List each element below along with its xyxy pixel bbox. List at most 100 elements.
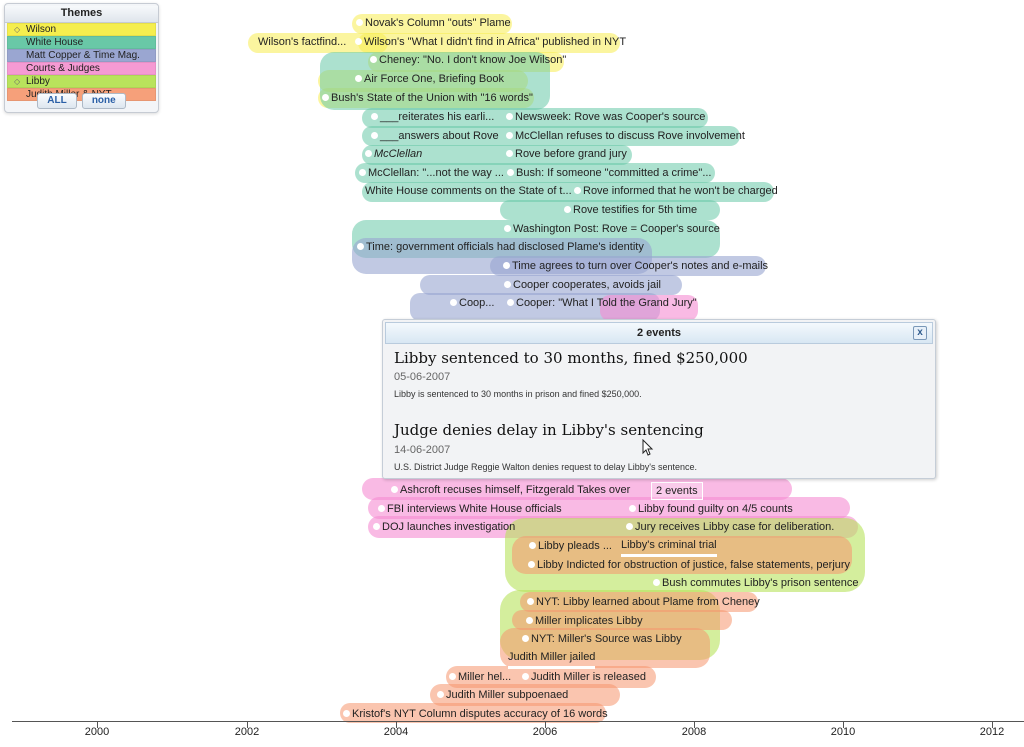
- event-dot-icon: [365, 150, 372, 157]
- event-dot-icon: [343, 710, 350, 717]
- timeline-event[interactable]: NYT: Libby learned about Plame from Chen…: [527, 594, 760, 610]
- timeline-event[interactable]: 2 events: [651, 482, 703, 500]
- event-label: Wilson's factfind...: [258, 36, 347, 48]
- event-label: Libby's criminal trial: [621, 539, 717, 551]
- theme-item[interactable]: Matt Copper & Time Mag.: [7, 49, 156, 62]
- timeline-event[interactable]: Ashcroft recuses himself, Fitzgerald Tak…: [391, 482, 631, 498]
- timeline-event[interactable]: Judith Miller is released: [522, 669, 646, 685]
- timeline-event[interactable]: Miller hel...: [449, 669, 512, 685]
- theme-label: White House: [26, 37, 84, 48]
- timeline-event[interactable]: Judith Miller jailed: [508, 650, 596, 669]
- event-dot-icon: [522, 673, 529, 680]
- timeline-event[interactable]: Cooper: "What I Told the Grand Jury": [507, 295, 697, 311]
- event-label: Bush's State of the Union with "16 words…: [331, 92, 533, 104]
- timeline-event[interactable]: Bush's State of the Union with "16 words…: [322, 90, 533, 106]
- event-dot-icon: [378, 505, 385, 512]
- timeline-event[interactable]: Novak's Column "outs" Plame: [356, 15, 511, 31]
- timeline-event[interactable]: Time agrees to turn over Cooper's notes …: [503, 258, 768, 274]
- timeline-event[interactable]: Bush: If someone "committed a crime"...: [507, 165, 712, 181]
- timeline-event[interactable]: Kristof's NYT Column disputes accuracy o…: [343, 706, 608, 722]
- timeline-event[interactable]: Bush commutes Libby's prison sentence: [653, 575, 859, 591]
- timeline-event[interactable]: Judith Miller subpoenaed: [437, 687, 568, 703]
- timeline-event[interactable]: McClellan: "...not the way ...: [359, 165, 504, 181]
- timeline-event[interactable]: Air Force One, Briefing Book: [355, 71, 505, 87]
- timeline-event[interactable]: Libby found guilty on 4/5 counts: [629, 501, 793, 517]
- timeline-event[interactable]: Cooper cooperates, avoids jail: [504, 277, 661, 293]
- event-dot-icon: [574, 187, 581, 194]
- event-dot-icon: [506, 150, 513, 157]
- close-icon[interactable]: x: [913, 326, 927, 340]
- event-dot-icon: [391, 486, 398, 493]
- timeline-event[interactable]: Wilson's factfind...: [258, 34, 346, 50]
- popup-event-title[interactable]: Judge denies delay in Libby's sentencing: [394, 421, 704, 439]
- event-label: Bush commutes Libby's prison sentence: [662, 577, 859, 589]
- timeline-event[interactable]: Washington Post: Rove = Cooper's source: [504, 221, 720, 237]
- timeline-event[interactable]: McClellan refuses to discuss Rove involv…: [506, 128, 745, 144]
- event-dot-icon: [526, 617, 533, 624]
- timeline-event[interactable]: Cheney: "No. I don't know Joe Wilson": [370, 52, 567, 68]
- event-dot-icon: [373, 523, 380, 530]
- timeline-event[interactable]: Jury receives Libby case for deliberatio…: [626, 519, 835, 535]
- axis-tick: [694, 722, 695, 728]
- timeline-event[interactable]: DOJ launches investigation: [373, 519, 516, 535]
- event-label: Miller hel...: [458, 671, 512, 683]
- event-label: DOJ launches investigation: [382, 521, 516, 533]
- event-dot-icon: [653, 579, 660, 586]
- event-label: Coop...: [459, 297, 495, 309]
- theme-label: Libby: [26, 76, 50, 87]
- popup-event-title[interactable]: Libby sentenced to 30 months, fined $250…: [394, 349, 748, 367]
- popup-event-description: Libby is sentenced to 30 months in priso…: [394, 389, 642, 399]
- cooper-band: [352, 238, 766, 321]
- timeline-event[interactable]: White House comments on the State of t..…: [365, 183, 572, 199]
- axis-tick: [992, 722, 993, 728]
- theme-item[interactable]: ◇Wilson: [7, 23, 156, 36]
- timeline-event[interactable]: Miller implicates Libby: [526, 613, 643, 629]
- timeline-event[interactable]: Libby's criminal trial: [621, 538, 717, 557]
- theme-item[interactable]: Courts & Judges: [7, 62, 156, 75]
- event-dot-icon: [504, 281, 511, 288]
- event-label: McClellan: [374, 148, 423, 160]
- timeline-event[interactable]: NYT: Miller's Source was Libby: [522, 631, 682, 647]
- event-dot-icon: [507, 299, 514, 306]
- event-dot-icon: [356, 19, 363, 26]
- popup-event-description: U.S. District Judge Reggie Walton denies…: [394, 462, 698, 472]
- event-label: Cheney: "No. I don't know Joe Wilson": [379, 54, 567, 66]
- timeline-event[interactable]: Rove before grand jury: [506, 146, 627, 162]
- axis-tick: [545, 722, 546, 728]
- timeline-event[interactable]: McClellan: [365, 146, 423, 162]
- show-all-button[interactable]: ALL: [37, 93, 77, 109]
- show-none-button[interactable]: none: [81, 93, 126, 109]
- event-label: NYT: Libby learned about Plame from Chen…: [536, 596, 760, 608]
- event-label: Bush: If someone "committed a crime"...: [516, 167, 712, 179]
- event-dot-icon: [437, 691, 444, 698]
- theme-item[interactable]: White House: [7, 36, 156, 49]
- timeline-event[interactable]: Libby Indicted for obstruction of justic…: [528, 557, 850, 573]
- event-dot-icon: [506, 113, 513, 120]
- timeline-event[interactable]: Time: government officials had disclosed…: [357, 239, 644, 255]
- timeline-event[interactable]: ___answers about Rove: [371, 128, 499, 144]
- event-label: Jury receives Libby case for deliberatio…: [635, 521, 835, 533]
- event-label: ___answers about Rove: [380, 130, 499, 142]
- axis-year-label: 2000: [84, 726, 110, 738]
- event-label: ___reiterates his earli...: [380, 111, 495, 123]
- timeline-event[interactable]: FBI interviews White House officials: [378, 501, 562, 517]
- mouse-cursor-icon: [642, 439, 654, 456]
- diamond-icon: ◇: [14, 25, 21, 34]
- axis-tick: [396, 722, 397, 728]
- timeline-event[interactable]: ___reiterates his earli...: [371, 109, 495, 125]
- timeline-event[interactable]: Rove informed that he won't be charged: [574, 183, 778, 199]
- timeline-event[interactable]: Rove testifies for 5th time: [564, 202, 697, 218]
- event-label: Air Force One, Briefing Book: [364, 73, 505, 85]
- event-label: McClellan refuses to discuss Rove involv…: [515, 130, 745, 142]
- event-label: Ashcroft recuses himself, Fitzgerald Tak…: [400, 484, 631, 496]
- timeline-event[interactable]: Libby pleads ...: [529, 538, 612, 554]
- event-dot-icon: [371, 113, 378, 120]
- timeline-event[interactable]: Wilson's "What I didn't find in Africa" …: [355, 34, 626, 50]
- theme-item[interactable]: ◇Libby: [7, 75, 156, 88]
- axis-year-label: 2008: [681, 726, 707, 738]
- event-dot-icon: [626, 523, 633, 530]
- timeline-event[interactable]: Newsweek: Rove was Cooper's source: [506, 109, 705, 125]
- timeline-event[interactable]: Coop...: [450, 295, 495, 311]
- event-dot-icon: [506, 132, 513, 139]
